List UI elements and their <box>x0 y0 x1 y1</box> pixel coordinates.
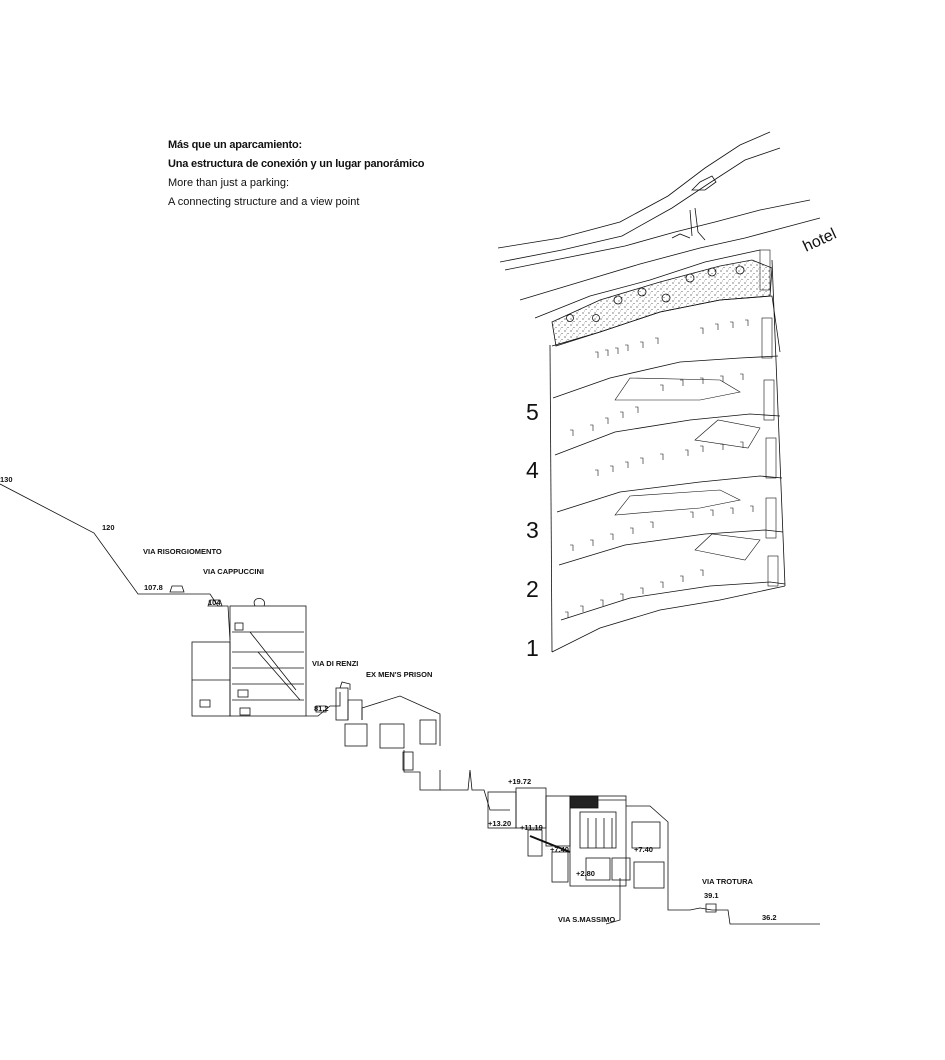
via-risorgimento-label: VIA RISORGIOMENTO <box>143 547 222 556</box>
via-cappuccini-label: VIA CAPPUCCINI <box>203 567 264 576</box>
roof-trees <box>566 265 745 322</box>
level-1-label: 1 <box>526 635 539 661</box>
section-labels: VIA RISORGIOMENTO VIA CAPPUCCINI VIA DI … <box>143 547 754 924</box>
caption-block: Más que un aparcamiento: Una estructura … <box>168 136 424 212</box>
ramps <box>614 377 761 561</box>
elev-107-8: 107.8 <box>144 583 163 592</box>
elev-81-2: 81.2 <box>314 704 329 713</box>
elev-11-19: +11.19 <box>520 823 543 832</box>
elev-36-2: 36.2 <box>762 913 777 922</box>
caption-es-title: Más que un aparcamiento: <box>168 139 302 151</box>
ex-prison-section <box>335 681 441 791</box>
caption-en-title: More than just a parking: <box>168 177 290 189</box>
level-3-label: 3 <box>526 517 539 543</box>
elev-39-1: 39.1 <box>704 891 719 900</box>
via-s-massimo-label: VIA S.MASSIMO <box>558 915 615 924</box>
parking-stalls <box>565 319 754 618</box>
elev-7-40-b: +7.40 <box>634 845 653 854</box>
elevation-labels: 130 120 107.8 104 81.2 +19.72 +13.20 +11… <box>0 475 777 922</box>
roof-garden <box>551 259 773 347</box>
caption-en-subtitle: A connecting structure and a view point <box>168 196 360 208</box>
elev-130: 130 <box>0 475 13 484</box>
elev-7-40-a: +7.40 <box>550 845 569 854</box>
elev-2-80: +2.80 <box>576 869 595 878</box>
elev-120: 120 <box>102 523 115 532</box>
via-di-renzi-label: VIA DI RENZI <box>312 659 358 668</box>
parking-plan-axonometric <box>497 131 821 653</box>
elev-13-20: +13.20 <box>488 819 511 828</box>
via-trotura-label: VIA TROTURA <box>702 877 754 886</box>
vertical-core <box>759 249 779 587</box>
ground-profile <box>0 483 231 641</box>
ex-prison-label: EX MEN'S PRISON <box>366 670 432 679</box>
level-2-label: 2 <box>526 576 539 602</box>
level-numbers: 5 4 3 2 1 <box>526 399 539 661</box>
lower-buildings-section <box>487 787 669 889</box>
caption-es-subtitle: Una estructura de conexión y un lugar pa… <box>168 158 425 170</box>
road-lines <box>497 131 821 319</box>
level-5-label: 5 <box>526 399 539 425</box>
elev-19-72: +19.72 <box>508 777 531 786</box>
parking-building-section <box>191 598 307 717</box>
hotel-label: hotel <box>801 226 840 256</box>
level-4-label: 4 <box>526 457 539 483</box>
elev-104: 104 <box>208 598 221 607</box>
site-section <box>0 483 820 925</box>
level-slabs <box>549 259 786 653</box>
